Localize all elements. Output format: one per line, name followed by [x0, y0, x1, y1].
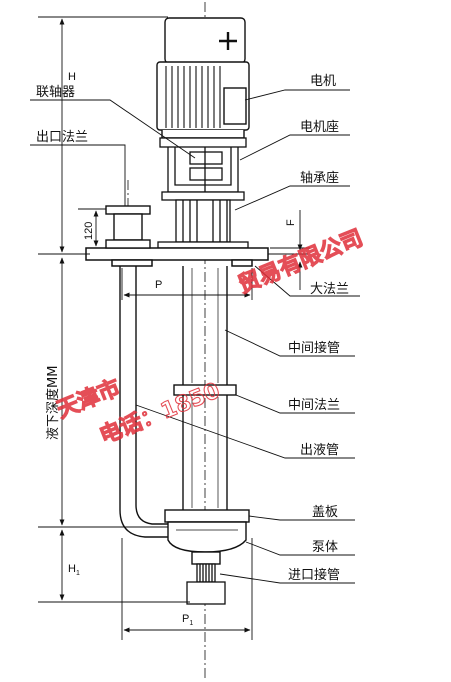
motor-drawing	[156, 17, 250, 139]
inlet-pipe-drawing	[186, 563, 226, 605]
big-flange-label: 大法兰	[310, 282, 349, 297]
dim-120: 120	[83, 222, 95, 240]
bearing-seat-label: 轴承座	[300, 171, 339, 186]
outlet-flange-label: 出口法兰	[36, 130, 88, 145]
motor-label: 电机	[310, 74, 336, 89]
dim-h1: H1	[68, 563, 80, 577]
dim-f: F	[285, 219, 297, 226]
depth-label: 液下深度MM	[45, 366, 61, 440]
pump-body-label: 泵体	[312, 540, 338, 555]
motor-seat-label: 电机座	[300, 120, 339, 135]
dim-h: H	[68, 71, 76, 83]
outlet-pipe-label: 出液管	[300, 443, 339, 458]
motor-fins	[165, 66, 221, 128]
dim-p: P	[155, 279, 162, 291]
discharge-pipe	[119, 266, 168, 538]
plus-icon	[219, 32, 237, 50]
leader-lines	[30, 89, 360, 584]
column-pipes	[173, 266, 237, 510]
mid-pipe-label: 中间接管	[288, 340, 340, 356]
coupling-label: 联轴器	[36, 85, 75, 100]
cover-plate-label: 盖板	[312, 505, 338, 520]
mid-flange-label: 中间法兰	[288, 398, 340, 413]
dim-p1: P1	[182, 613, 193, 627]
watermark-line-1: 天津市	[53, 375, 124, 424]
dimension-lines	[38, 16, 310, 640]
pump-body-drawing	[164, 509, 250, 565]
bearing-seat-drawing	[157, 199, 249, 249]
motor-seat-drawing	[159, 137, 247, 201]
outlet-flange-drawing	[105, 205, 151, 249]
inlet-pipe-label: 进口接管	[288, 567, 340, 583]
big-flange-drawing	[85, 247, 269, 267]
